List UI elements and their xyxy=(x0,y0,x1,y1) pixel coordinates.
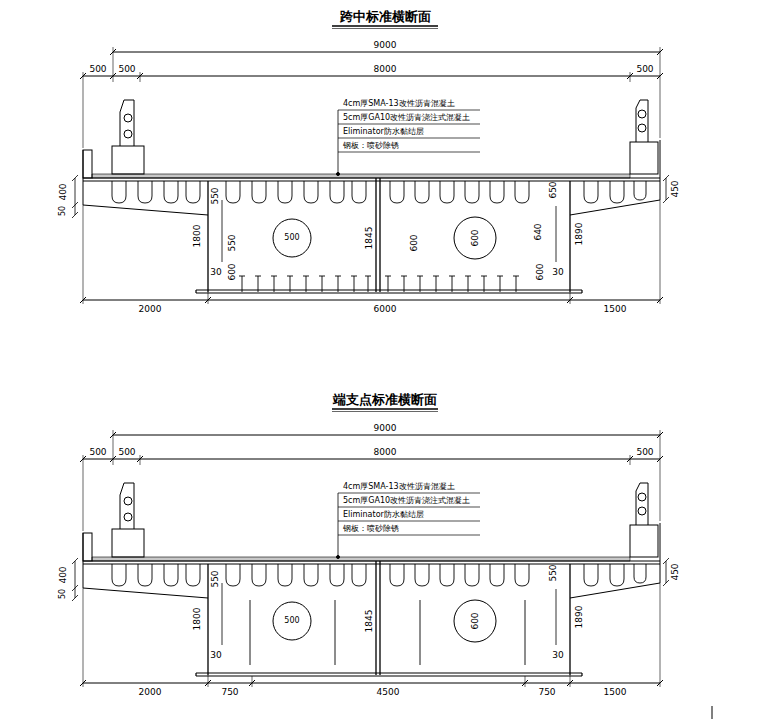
support-section-details xyxy=(80,583,663,687)
span-section-geometry xyxy=(72,26,669,293)
dimension-label: 1800 xyxy=(193,608,202,631)
support-section-geometry xyxy=(72,409,669,676)
dimension-label: 600 xyxy=(228,263,237,280)
dimension-label: 500 xyxy=(89,65,106,74)
layer-note: 5cm厚GA10改性沥青浇注式混凝土 xyxy=(343,497,470,505)
dimension-label: 2000 xyxy=(139,688,162,697)
layer-note: Eliminator防水黏结层 xyxy=(343,128,424,136)
dimension-label: 550 xyxy=(211,570,220,587)
dimension-label: 1500 xyxy=(604,305,627,314)
opening-diameter: 500 xyxy=(272,218,312,258)
dimension-label: 550 xyxy=(228,234,237,251)
dimension-label: 9000 xyxy=(374,41,397,50)
dimension-label: 500 xyxy=(636,65,653,74)
section-title: 端支点标准横断面 xyxy=(333,393,437,406)
layer-note: 钢板：喷砂除锈 xyxy=(343,525,399,533)
dimension-label: 450 xyxy=(671,563,680,580)
layer-note: 4cm厚SMA-13改性沥青混凝土 xyxy=(343,100,455,108)
opening-diameter: 500 xyxy=(272,601,312,641)
dimension-label: 50 xyxy=(59,206,67,216)
span-section-details xyxy=(80,200,663,304)
dimension-label: 30 xyxy=(552,268,563,277)
dimension-label: 1800 xyxy=(193,225,202,248)
dimension-label: 30 xyxy=(552,651,563,660)
dimension-label: 750 xyxy=(221,688,238,697)
dimension-label: 600 xyxy=(410,234,419,251)
layer-note: Eliminator防水黏结层 xyxy=(343,511,424,519)
dimension-label: 550 xyxy=(549,564,558,581)
layer-note: 4cm厚SMA-13改性沥青混凝土 xyxy=(343,483,455,491)
dimension-label: 750 xyxy=(538,688,555,697)
dimension-label: 30 xyxy=(210,268,221,277)
sheet-mark xyxy=(712,706,713,719)
dimension-label: 1845 xyxy=(365,227,374,250)
section-title: 跨中标准横断面 xyxy=(340,10,431,23)
manhole-circle: 600 xyxy=(453,216,497,260)
opening-diameter: 600 xyxy=(453,216,497,260)
dimension-label: 30 xyxy=(210,651,221,660)
manhole-circle: 500 xyxy=(272,218,312,258)
dimension-label: 4500 xyxy=(377,688,400,697)
dimension-label: 500 xyxy=(118,65,135,74)
dimension-label: 1500 xyxy=(604,688,627,697)
dimension-label: 9000 xyxy=(374,424,397,433)
dimension-label: 8000 xyxy=(374,65,397,74)
dimension-label: 640 xyxy=(534,223,543,240)
manhole-circle: 600 xyxy=(453,599,497,643)
dimension-label: 2000 xyxy=(139,305,162,314)
dimension-label: 650 xyxy=(549,181,558,198)
dimension-label: 400 xyxy=(59,566,68,583)
layer-note: 钢板：喷砂除锈 xyxy=(343,142,399,150)
dimension-label: 450 xyxy=(671,180,680,197)
dimension-label: 500 xyxy=(89,448,106,457)
dimension-label: 1890 xyxy=(575,606,584,629)
dimension-label: 1845 xyxy=(365,610,374,633)
dimension-label: 50 xyxy=(59,589,67,599)
manhole-circle: 500 xyxy=(272,601,312,641)
dimension-label: 8000 xyxy=(374,448,397,457)
dimension-label: 500 xyxy=(118,448,135,457)
opening-diameter: 600 xyxy=(453,599,497,643)
layer-note: 5cm厚GA10改性沥青浇注式混凝土 xyxy=(343,114,470,122)
dimension-label: 550 xyxy=(211,187,220,204)
dimension-label: 1890 xyxy=(575,223,584,246)
dimension-label: 400 xyxy=(59,183,68,200)
dimension-label: 500 xyxy=(636,448,653,457)
dimension-label: 6000 xyxy=(374,305,397,314)
dimension-label: 600 xyxy=(536,263,545,280)
